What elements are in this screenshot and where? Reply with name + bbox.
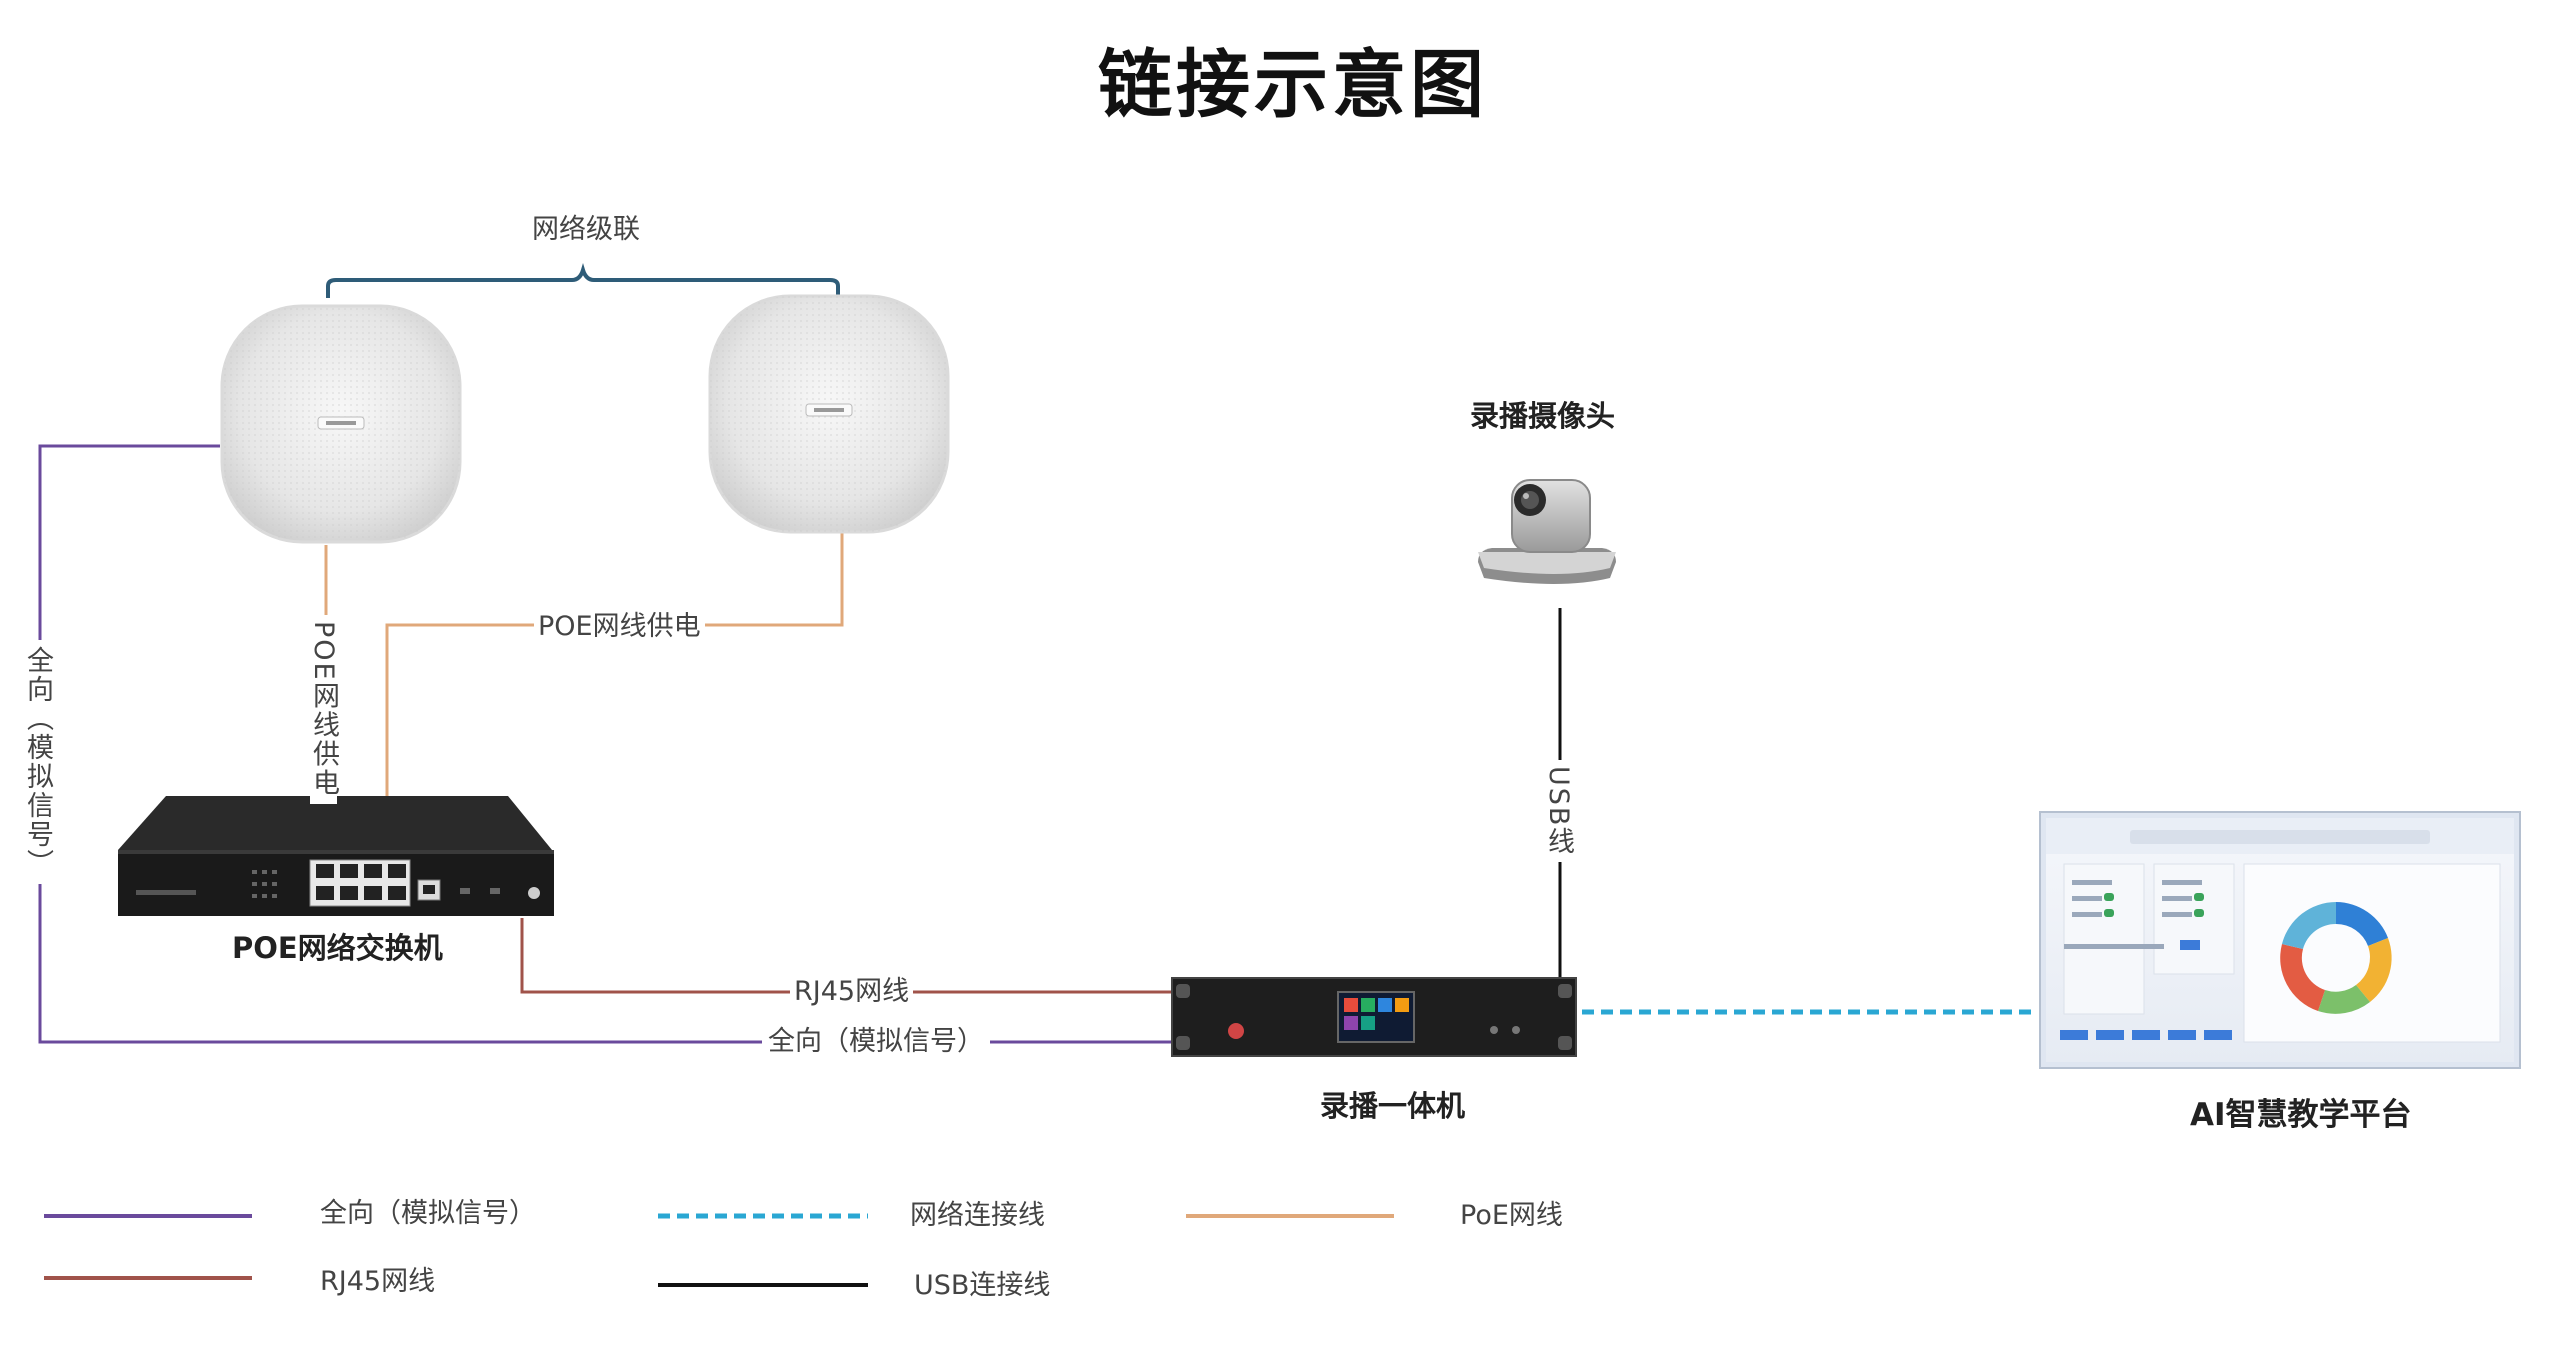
legend-label-rj45: RJ45网线 bbox=[320, 1266, 436, 1297]
label-rj45: RJ45网线 bbox=[790, 978, 914, 1005]
node-label-recorder: 录播一体机 bbox=[1320, 1089, 1466, 1123]
label-poe-power-vertical: POE网线供电 bbox=[308, 615, 339, 804]
label-usb-vertical: USB线 bbox=[1543, 760, 1574, 863]
node-label-switch: POE网络交换机 bbox=[232, 931, 443, 965]
page-title: 链接示意图 bbox=[1098, 42, 1488, 128]
microphone-1 bbox=[220, 304, 462, 544]
legend-label-network: 网络连接线 bbox=[910, 1200, 1045, 1231]
legend-label-omni: 全向（模拟信号） bbox=[320, 1198, 536, 1229]
label-poe-power-horizontal: POE网线供电 bbox=[534, 613, 705, 640]
camera-device bbox=[1478, 479, 1616, 584]
label-network-cascade: 网络级联 bbox=[532, 214, 640, 245]
poe-switch-device bbox=[118, 796, 554, 916]
recorder-device bbox=[1171, 977, 1577, 1057]
legend-label-usb: USB连接线 bbox=[914, 1270, 1051, 1301]
omni-line-left bbox=[38, 444, 1000, 1044]
cascade-bracket bbox=[326, 263, 840, 298]
rj45-line bbox=[520, 918, 1178, 994]
microphone-2 bbox=[708, 294, 950, 534]
legend-label-poe: PoE网线 bbox=[1460, 1200, 1563, 1231]
node-label-camera: 录播摄像头 bbox=[1470, 399, 1616, 433]
label-omni-vertical: 全向（模拟信号） bbox=[22, 640, 53, 884]
label-omni-horizontal: 全向（模拟信号） bbox=[762, 1028, 990, 1055]
node-label-platform: AI智慧教学平台 bbox=[2190, 1097, 2412, 1133]
platform-screen bbox=[2039, 811, 2521, 1069]
